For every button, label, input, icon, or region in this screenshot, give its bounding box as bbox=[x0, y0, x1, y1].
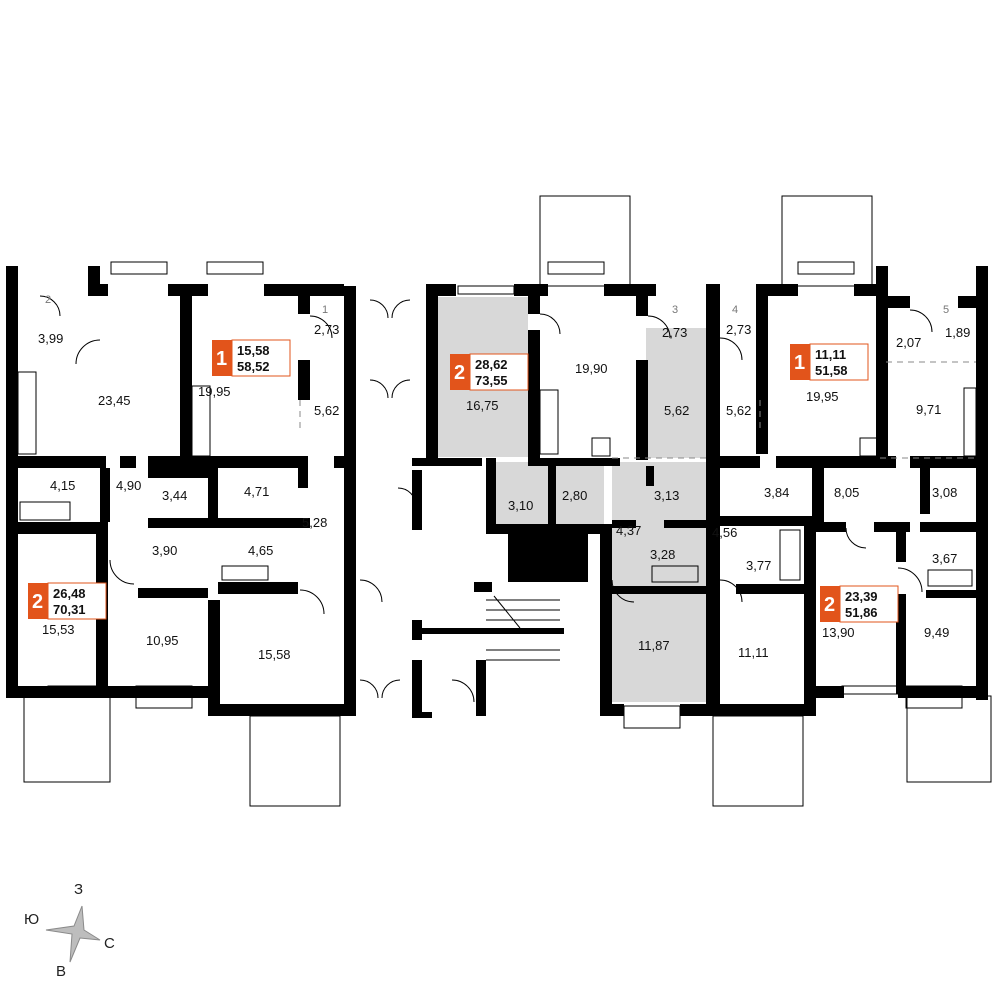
badge-living-area: 26,48 bbox=[53, 586, 86, 601]
room-area: 3,08 bbox=[932, 485, 957, 500]
apartment-badge[interactable]: 1 15,58 58,52 bbox=[212, 339, 291, 377]
room-area: 2,80 bbox=[562, 488, 587, 503]
room-area: 11,87 bbox=[638, 638, 670, 653]
badge-living-area: 11,11 bbox=[815, 347, 846, 362]
entrance-numbers: 2 1 3 4 5 bbox=[45, 294, 949, 316]
badge-room-count: 1 bbox=[216, 348, 227, 370]
room-area: 15,58 bbox=[258, 647, 291, 662]
room-area: 5,62 bbox=[664, 403, 689, 418]
badge-living-area: 23,39 bbox=[845, 589, 878, 604]
room-area: 15,53 bbox=[42, 622, 75, 637]
room-area: 4,15 bbox=[50, 478, 75, 493]
room-area: 2,73 bbox=[662, 325, 687, 340]
compass: З Ю С В bbox=[24, 881, 115, 980]
room-area: 2,73 bbox=[726, 322, 751, 337]
apartment-badge[interactable]: 1 11,11 51,58 bbox=[790, 343, 869, 381]
badge-room-count: 2 bbox=[824, 594, 835, 616]
entrance-number: 3 bbox=[672, 304, 678, 316]
room-area: 23,45 bbox=[98, 393, 131, 408]
door-swings bbox=[39, 295, 933, 703]
room-area: 2,73 bbox=[314, 322, 339, 337]
zone-separators bbox=[299, 361, 976, 459]
room-area: 5,62 bbox=[726, 403, 751, 418]
badge-room-count: 1 bbox=[794, 352, 805, 374]
room-area: 1,89 bbox=[945, 325, 970, 340]
entrance-number: 1 bbox=[322, 304, 328, 316]
room-area: 3,67 bbox=[932, 551, 957, 566]
compass-south: В bbox=[56, 963, 66, 980]
room-area: 4,71 bbox=[244, 484, 269, 499]
room-area: 9,49 bbox=[924, 625, 949, 640]
fixtures bbox=[17, 371, 977, 587]
selected-apartment-fill bbox=[436, 297, 708, 702]
walls bbox=[6, 266, 988, 718]
room-area: 3,28 bbox=[650, 547, 675, 562]
stairwell bbox=[486, 539, 581, 661]
entrance-number: 2 bbox=[45, 294, 51, 306]
compass-rose-icon bbox=[45, 905, 101, 963]
room-area: 5,28 bbox=[302, 515, 327, 530]
room-area: 5,62 bbox=[314, 403, 339, 418]
room-area: 8,05 bbox=[834, 485, 859, 500]
entrance-number: 4 bbox=[732, 304, 738, 316]
badge-total-area: 58,52 bbox=[237, 359, 270, 374]
entrance-number: 5 bbox=[943, 304, 949, 316]
room-area: 2,07 bbox=[896, 335, 921, 350]
room-area: 19,95 bbox=[198, 384, 231, 399]
badge-total-area: 73,55 bbox=[475, 373, 508, 388]
room-area: 3,13 bbox=[654, 488, 679, 503]
room-area: 3,10 bbox=[508, 498, 533, 513]
room-area: 9,71 bbox=[916, 402, 941, 417]
room-area: 3,77 bbox=[746, 558, 771, 573]
room-area: 13,90 bbox=[822, 625, 855, 640]
room-area: 3,90 bbox=[152, 543, 177, 558]
room-area: 3,44 bbox=[162, 488, 187, 503]
room-area: 4,56 bbox=[712, 525, 737, 540]
compass-east: С bbox=[104, 935, 115, 952]
apartment-badge[interactable]: 2 26,48 70,31 bbox=[28, 582, 107, 620]
badge-room-count: 2 bbox=[454, 362, 465, 384]
badge-living-area: 15,58 bbox=[237, 343, 270, 358]
badge-total-area: 51,58 bbox=[815, 363, 848, 378]
room-area: 4,37 bbox=[616, 523, 641, 538]
compass-north: З bbox=[74, 881, 83, 898]
room-area: 3,84 bbox=[764, 485, 789, 500]
room-area: 19,90 bbox=[575, 361, 608, 376]
apartment-badge[interactable]: 2 23,39 51,86 bbox=[820, 585, 899, 623]
badge-room-count: 2 bbox=[32, 591, 43, 613]
room-area: 10,95 bbox=[146, 633, 179, 648]
room-area: 4,65 bbox=[248, 543, 273, 558]
room-area: 16,75 bbox=[466, 398, 499, 413]
apartment-badge[interactable]: 2 28,62 73,55 bbox=[450, 353, 529, 391]
room-area-labels: 3,99 23,45 19,95 2,73 5,62 4,15 4,90 3,4… bbox=[38, 322, 970, 662]
room-area: 3,99 bbox=[38, 331, 63, 346]
room-area: 19,95 bbox=[806, 389, 839, 404]
room-area: 4,90 bbox=[116, 478, 141, 493]
room-area: 11,11 bbox=[738, 645, 769, 660]
badge-total-area: 51,86 bbox=[845, 605, 878, 620]
compass-west: Ю bbox=[24, 911, 39, 928]
badge-total-area: 70,31 bbox=[53, 602, 86, 617]
badge-living-area: 28,62 bbox=[475, 357, 508, 372]
